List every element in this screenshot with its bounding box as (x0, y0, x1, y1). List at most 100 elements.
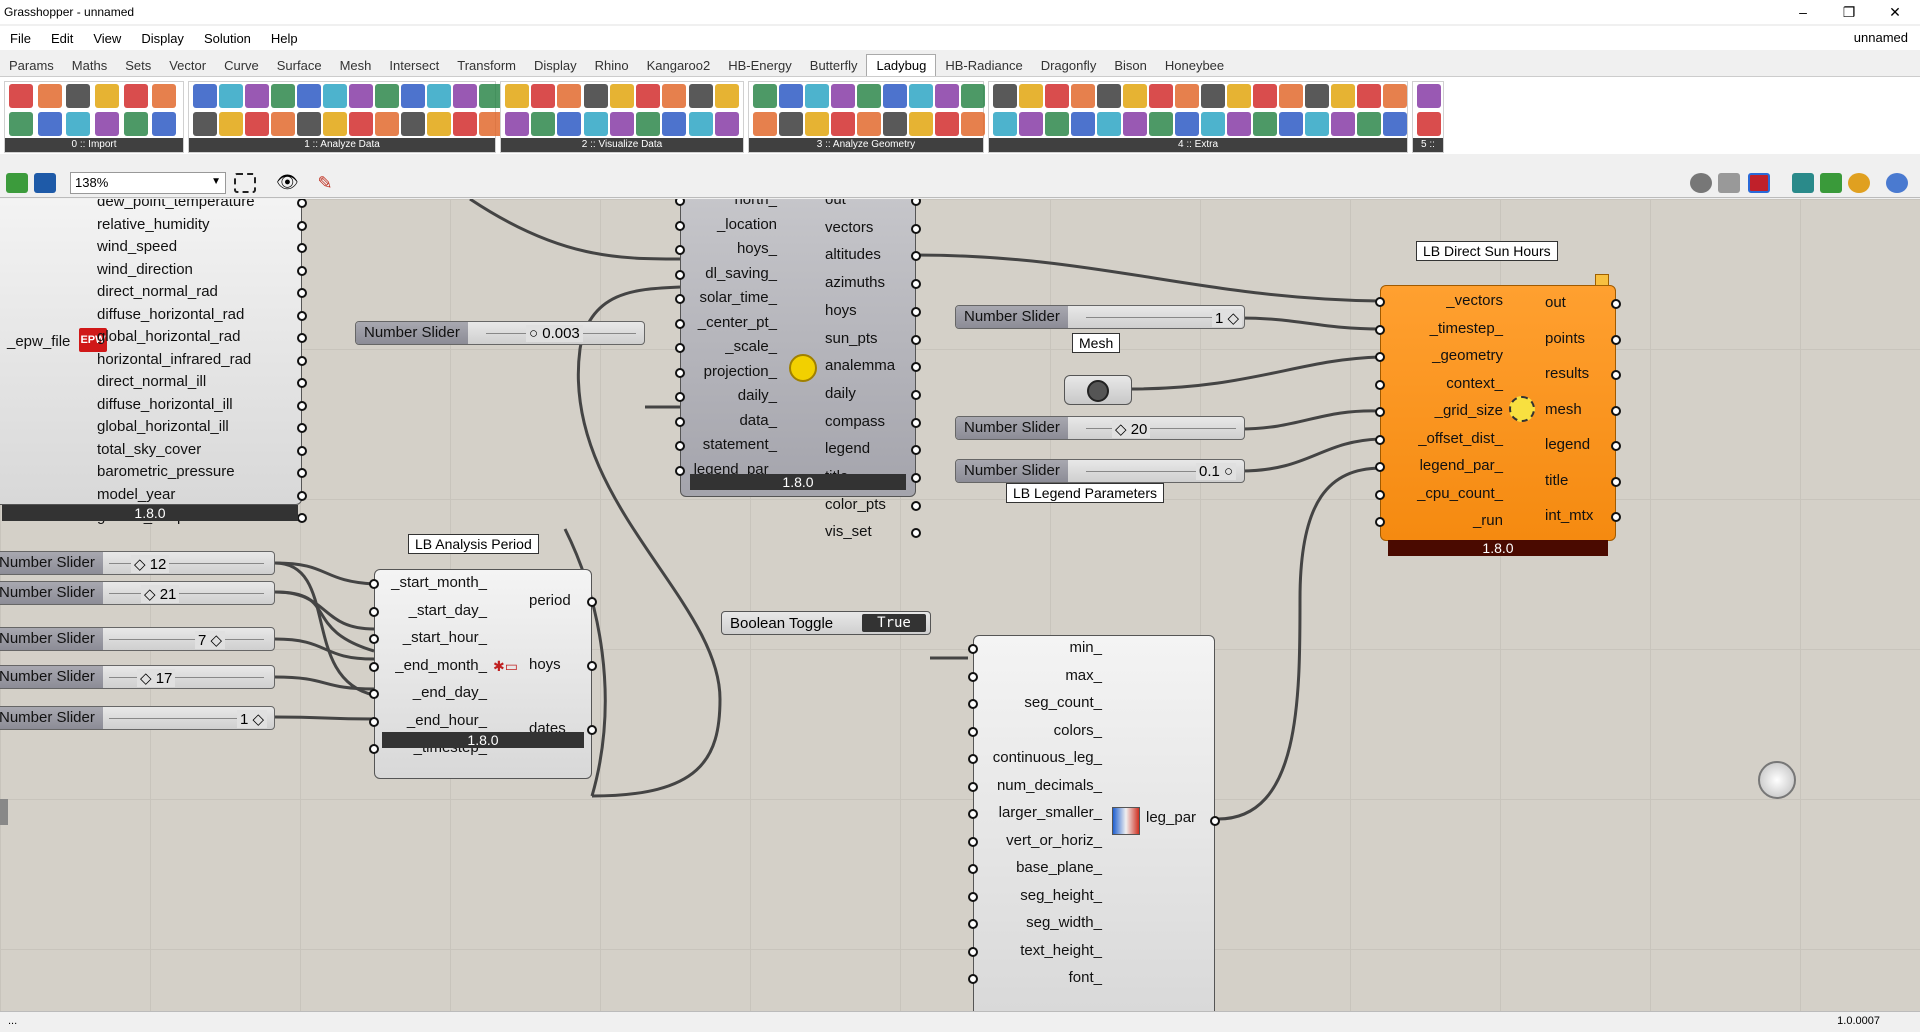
ribbon-tool-icon[interactable] (1071, 84, 1095, 108)
ribbon-tool-icon[interactable] (193, 84, 217, 108)
ribbon-tool-icon[interactable] (1383, 84, 1407, 108)
menu-edit[interactable]: Edit (50, 30, 74, 46)
output-grip[interactable] (1611, 405, 1621, 416)
input-grip[interactable] (968, 809, 978, 819)
ribbon-tool-icon[interactable] (375, 84, 399, 108)
ribbon-tool-icon[interactable] (805, 112, 829, 136)
ribbon-tool-icon[interactable] (1019, 84, 1043, 108)
number-slider-timestep[interactable]: Number Slider 1 ◇ (955, 305, 1245, 329)
input-grip[interactable] (675, 199, 685, 206)
save-icon[interactable] (34, 173, 56, 193)
ribbon-tool-icon[interactable] (193, 112, 217, 136)
wire-display-icon[interactable] (1718, 173, 1740, 193)
output-grip[interactable] (1611, 334, 1621, 345)
ribbon-tool-icon[interactable] (94, 84, 119, 108)
ribbon-tool-icon[interactable] (152, 112, 177, 136)
output-grip[interactable] (297, 220, 307, 231)
number-slider-grid-size[interactable]: Number Slider ◇ 20 (955, 416, 1245, 440)
input-grip[interactable] (968, 864, 978, 874)
navigation-widget-icon[interactable] (1758, 761, 1796, 799)
ribbon-tool-icon[interactable] (1383, 112, 1407, 136)
toggle-value[interactable]: True (862, 614, 926, 632)
input-grip[interactable] (369, 661, 379, 672)
ribbon-tool-icon[interactable] (1097, 112, 1121, 136)
ribbon-tool-icon[interactable] (123, 112, 148, 136)
output-grip[interactable] (297, 355, 307, 366)
number-slider-start-month[interactable]: Number Slider ◇ 12 (0, 551, 275, 575)
output-grip[interactable] (911, 279, 921, 290)
output-grip[interactable] (297, 265, 307, 276)
output-grip[interactable] (911, 223, 921, 234)
tab-ladybug[interactable]: Ladybug (866, 54, 937, 76)
input-grip[interactable] (369, 689, 379, 699)
ribbon-tool-icon[interactable] (1227, 84, 1251, 108)
boolean-toggle[interactable]: Boolean Toggle True (721, 611, 931, 635)
output-grip[interactable] (911, 251, 921, 262)
output-grip[interactable] (1611, 476, 1621, 487)
ribbon-tool-icon[interactable] (1279, 84, 1303, 108)
ribbon-tool-icon[interactable] (349, 84, 373, 108)
tab-curve[interactable]: Curve (224, 58, 259, 73)
ribbon-tool-icon[interactable] (323, 84, 347, 108)
display-mode-icon[interactable] (1690, 173, 1712, 193)
number-slider-start-hour[interactable]: Number Slider 7 ◇ (0, 627, 275, 651)
tab-display[interactable]: Display (533, 58, 577, 73)
output-grip[interactable] (297, 310, 307, 321)
ribbon-tool-icon[interactable] (123, 84, 148, 108)
slider-value[interactable]: ◇ 17 (137, 669, 176, 687)
input-grip[interactable] (369, 716, 379, 727)
output-grip[interactable] (587, 725, 597, 735)
ribbon-tool-icon[interactable] (1123, 112, 1147, 136)
input-grip[interactable] (968, 974, 978, 984)
ribbon-tool-icon[interactable] (1357, 112, 1381, 136)
input-grip[interactable] (675, 465, 685, 476)
menu-file[interactable]: File (10, 30, 31, 46)
ribbon-tool-icon[interactable] (375, 112, 399, 136)
output-grip[interactable] (911, 334, 921, 345)
input-grip[interactable] (968, 781, 978, 792)
output-grip[interactable] (297, 378, 307, 388)
tab-honeybee[interactable]: Honeybee (1164, 58, 1225, 73)
ribbon-tool-icon[interactable] (479, 84, 503, 108)
output-grip[interactable] (297, 490, 307, 501)
ribbon-tool-icon[interactable] (9, 112, 33, 136)
input-grip[interactable] (675, 318, 685, 329)
output-grip[interactable] (587, 597, 597, 607)
ribbon-tool-icon[interactable] (531, 112, 556, 136)
input-grip[interactable] (1375, 352, 1385, 362)
ribbon-tool-icon[interactable] (1123, 84, 1147, 108)
ribbon-tool-icon[interactable] (1097, 84, 1121, 108)
output-grip[interactable] (297, 513, 307, 523)
output-grip[interactable] (297, 400, 307, 411)
ribbon-tool-icon[interactable] (1279, 112, 1303, 136)
ribbon-tool-icon[interactable] (94, 112, 119, 136)
ribbon-tool-icon[interactable] (753, 84, 777, 108)
ribbon-tool-icon[interactable] (662, 112, 687, 136)
input-grip[interactable] (968, 671, 978, 682)
ribbon-tool-icon[interactable] (557, 112, 582, 136)
input-grip[interactable] (369, 606, 379, 617)
ribbon-tool-icon[interactable] (883, 112, 907, 136)
ribbon-tool-icon[interactable] (1201, 112, 1225, 136)
output-grip[interactable] (297, 423, 307, 433)
output-grip[interactable] (1210, 816, 1220, 826)
ribbon-tool-icon[interactable] (427, 84, 451, 108)
tab-sets[interactable]: Sets (125, 58, 152, 73)
input-grip[interactable] (369, 579, 379, 589)
ribbon-tool-icon[interactable] (857, 84, 881, 108)
preview-selected-icon[interactable] (1748, 173, 1770, 193)
ribbon-tool-icon[interactable] (583, 84, 608, 108)
menu-solution[interactable]: Solution (203, 30, 251, 46)
slider-value[interactable]: ◇ 21 (141, 585, 180, 603)
tab-intersect[interactable]: Intersect (389, 58, 440, 73)
input-grip[interactable] (968, 946, 978, 957)
output-grip[interactable] (587, 661, 597, 671)
ribbon-tool-icon[interactable] (688, 84, 713, 108)
input-grip[interactable] (968, 836, 978, 847)
ribbon-tool-icon[interactable] (1201, 84, 1225, 108)
output-grip[interactable] (1611, 370, 1621, 380)
output-grip[interactable] (297, 333, 307, 343)
number-slider-scale[interactable]: Number Slider ○ 0.003 (355, 321, 645, 345)
